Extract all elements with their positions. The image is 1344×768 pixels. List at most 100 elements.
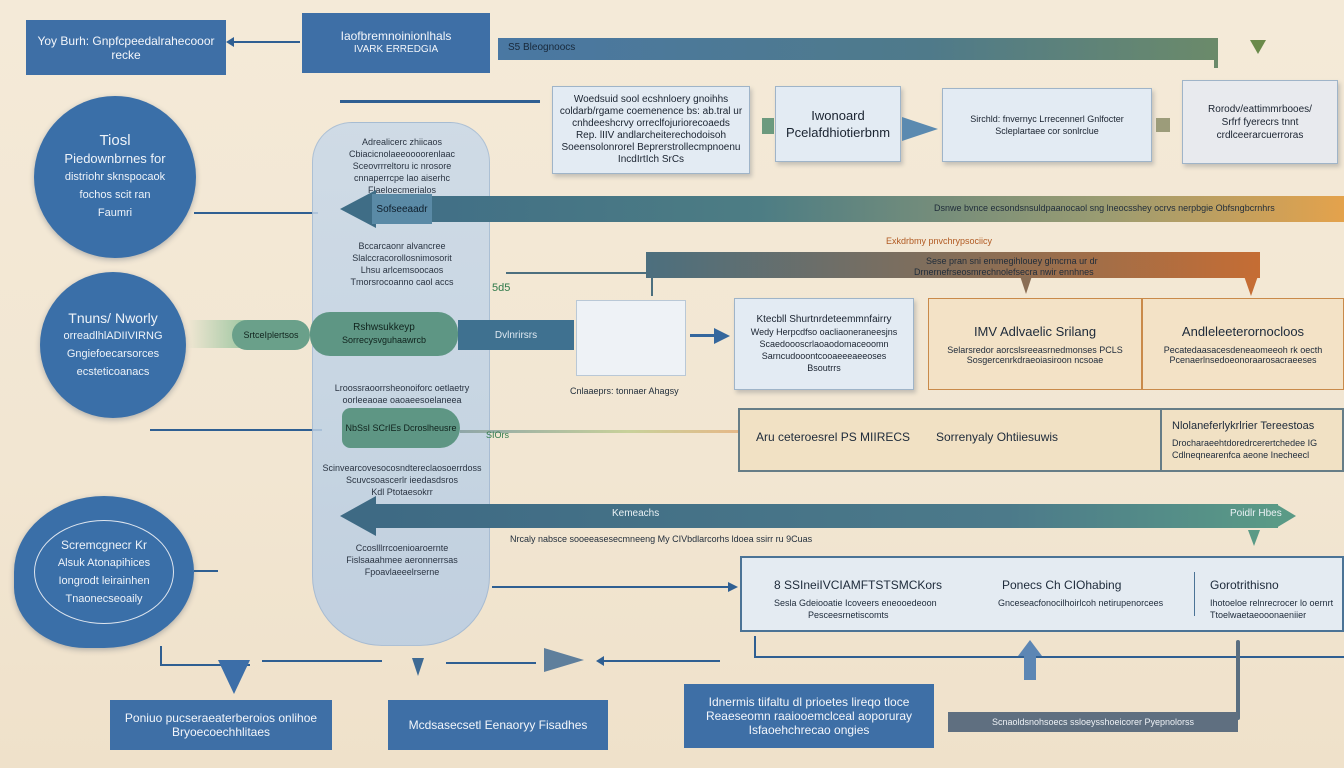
panel-text: Flaeloecmerialos bbox=[367, 185, 437, 195]
panel-block-2: Bccarcaonr alvancree Slalccracorollosnim… bbox=[320, 240, 484, 288]
panel-pill-2: NbSsI SCrIEs Dcroslheusre bbox=[342, 408, 460, 448]
cnlpar-label: Cnlaaeprs: tonnaer Ahagsy bbox=[570, 386, 679, 396]
card-b-line2: Pcelafdhiotierbnm bbox=[785, 125, 891, 140]
card-b-line1: Iwonoard bbox=[811, 108, 865, 123]
bottom-box-3-line2: Reaeseomn raaiooemclceal aoporuray bbox=[705, 709, 913, 723]
connector-line bbox=[262, 660, 382, 662]
card-d-line3: crdlceerarcuerroras bbox=[1216, 129, 1304, 141]
green-tag: 5d5 bbox=[492, 282, 511, 294]
connector-line bbox=[690, 334, 718, 337]
arrow-right-icon bbox=[544, 648, 584, 672]
circle-1-line: Faumri bbox=[97, 207, 133, 219]
circle-2-title: Tnuns/ Nworly bbox=[68, 310, 158, 326]
orange-1-sub2: Sosgercenrkdraeoiasiroon ncsoae bbox=[966, 354, 1104, 365]
panel-text: Tmorsrocoanno caol accs bbox=[350, 277, 454, 287]
panel-text: Ccoslllrrcoenioaroernte bbox=[355, 543, 449, 553]
arrow-up-stem bbox=[1024, 656, 1036, 680]
lower-c1-title: 8 SSIneiIVCIAMFTSTSMCKors bbox=[774, 578, 943, 592]
top-banner-label: S5 Bleognoocs bbox=[508, 42, 576, 53]
lower-c3-line1: Ihotoeloe relnrecrocer lo oernrt bbox=[1210, 598, 1334, 608]
circle-2-line: ecsteticoanacs bbox=[76, 366, 150, 378]
card-e-line: Ktecbll Shurtnrdeteemmnfairry bbox=[756, 314, 892, 325]
circle-node-1: Tiosl Piedownbrnes for distriohr sknspoc… bbox=[34, 96, 196, 258]
arrow-right-icon bbox=[714, 328, 730, 344]
orange-1-sub: Selarsredor aorcslsreeasrnedmonses PCLS bbox=[947, 344, 1123, 355]
arrow-down-icon bbox=[1020, 276, 1032, 294]
card-a-line: Soeensolonrorel Beprerstrollecmpnoenu bbox=[561, 142, 741, 153]
card-c-line1: Sirchld: fnvernyc Lrrecennerl Gnlfocter bbox=[970, 114, 1124, 124]
card-process-c: Sirchld: fnvernyc Lrrecennerl Gnlfocter … bbox=[942, 88, 1152, 162]
arrow-left-icon bbox=[226, 37, 234, 47]
pill-2-label: NbSsI SCrIEs Dcroslheusre bbox=[345, 422, 457, 433]
bottom-box-2-label: Mcdsasecsetl Eenaoryy Fisadhes bbox=[408, 718, 588, 732]
arrow-left-icon bbox=[596, 656, 604, 666]
top-left-box-label: Yoy Burh: Gnpfcpeedalrahecooor recke bbox=[37, 33, 215, 62]
teal-bar-right-label: Poidlr Hbes bbox=[1230, 508, 1282, 519]
panel-arrow-label-text: Sofseeaadr bbox=[376, 203, 428, 215]
arrow-right-icon bbox=[1276, 504, 1296, 528]
card-c-line2: Scleplartaee cor sonlrclue bbox=[995, 126, 1099, 136]
circle-1-line: Piedownbrnes for bbox=[64, 151, 166, 166]
card-e-line: Wedy Herpcdfso oacliaoneraneesjns bbox=[750, 327, 898, 337]
circle-ring bbox=[34, 520, 174, 624]
panel-text: Slalccracorollosnimosorit bbox=[352, 253, 452, 263]
arrow-right-icon bbox=[902, 117, 938, 141]
panel-pill-1: Rshwsukkeyp Sorrecysvguhaawrcb bbox=[310, 312, 458, 356]
card-process-a: Woedsuid sool ecshnloery gnoihhs coldarb… bbox=[552, 86, 750, 174]
circle-node-2: Tnuns/ Nworly orreadlhlADIIVIRNG Gngiefo… bbox=[40, 272, 186, 418]
panel-text: Adrealicerc zhiicaos bbox=[361, 137, 443, 147]
connector-line bbox=[160, 664, 250, 666]
green-side-pill: SrtceIplertsos bbox=[232, 320, 310, 350]
connector-line bbox=[754, 636, 756, 656]
drives-bar: Dvlnrirsrs bbox=[458, 320, 574, 350]
panel-text: Fislsaaahmee aeronnerrsas bbox=[346, 555, 458, 565]
circle-2-line: orreadlhlADIIVIRNG bbox=[63, 330, 163, 342]
arrow-right-icon bbox=[728, 582, 738, 592]
top-mid-box-line2: IVARK ERREDGIA bbox=[353, 44, 439, 55]
bottom-box-2: Mcdsasecsetl Eenaoryy Fisadhes bbox=[388, 700, 608, 750]
arrow-down-icon bbox=[1248, 530, 1260, 546]
teal-bar-left-label: Kemeachs bbox=[612, 508, 660, 519]
connector-line bbox=[506, 272, 646, 274]
panel-text: Lroossraoorrsheonoiforc oetlaetry bbox=[334, 383, 470, 393]
card-a-line: coldarb/rgame coemenence bs: ab.tral ur bbox=[559, 106, 743, 117]
orange-bar-text: Dsnwe bvnce ecsondsnsuldpaanocaol sng ln… bbox=[934, 203, 1275, 213]
grey-tag: SIOrs bbox=[486, 430, 510, 440]
arrow-down-icon bbox=[1250, 40, 1266, 54]
card-d-line2: Srfrf fyerecrs tnnt bbox=[1221, 116, 1299, 128]
lower-c1-line2: Pesceesrnetiscomts bbox=[808, 610, 889, 620]
panel-block-5: Ccoslllrrcoenioaroernte Fislsaaahmee aer… bbox=[320, 542, 484, 578]
panel-text: Scinvearcovesocosndtereclaosoerrdoss bbox=[322, 463, 482, 473]
bottom-box-1-line1: Poniuo pucseraeaterberoios onlihoe bbox=[124, 711, 318, 725]
connector-line bbox=[446, 662, 536, 664]
arrow-up-icon bbox=[1018, 640, 1042, 656]
orange-1-title: IMV Adlvaelic Srilang bbox=[973, 323, 1097, 339]
card-a-line: IncdIrtIch SrCs bbox=[617, 154, 685, 165]
strip-3-title: Nlolaneferlykrlrier Tereestoas bbox=[1172, 420, 1315, 432]
lower-c2-line1: Gnceseacfonocilhoirlcoh netirupenorcees bbox=[998, 598, 1164, 608]
pill-1-line1: Rshwsukkeyp bbox=[353, 322, 415, 333]
card-a-line: cnhdeeshcrvy orreclfojuriorecoaeds bbox=[572, 118, 730, 129]
card-e-line: Bsoutrrs bbox=[807, 363, 841, 373]
flow-bar-brown bbox=[646, 252, 1260, 278]
side-label: SrtceIplertsos bbox=[243, 329, 299, 340]
panel-block-4: Scinvearcovesocosndtereclaosoerrdoss Scu… bbox=[320, 462, 484, 498]
connector-line bbox=[194, 212, 318, 214]
bottom-box-3: Idnermis tiifaltu dl prioetes lireqo tlo… bbox=[684, 684, 934, 748]
panel-text: Cbiacicnolaeeoooorenlaac bbox=[348, 149, 456, 159]
bottom-box-3-line3: Isfaoehchrecao ongies bbox=[748, 723, 870, 737]
card-d-line1: Rorodv/eattimmrbooes/ bbox=[1208, 103, 1312, 115]
orange-2-sub: Pecatedaasacesdeneaomeeoh rk oecth bbox=[1163, 344, 1323, 355]
panel-text: Lhsu arlcemsoocaos bbox=[360, 265, 444, 275]
lowest-bar-label: Scnaoldsnohsoecs ssloeysshoeicorer Pyepn… bbox=[991, 717, 1195, 727]
circle-1-title: Tiosl bbox=[99, 132, 131, 149]
card-process-b: Iwonoard Pcelafdhiotierbnm bbox=[775, 86, 901, 162]
lower-card: 8 SSIneiIVCIAMFTSTSMCKors Sesla Gdeiooat… bbox=[740, 556, 1344, 632]
drives-label: Dvlnrirsrs bbox=[494, 329, 538, 341]
card-process-d: Rorodv/eattimmrbooes/ Srfrf fyerecrs tnn… bbox=[1182, 80, 1338, 164]
lower-divider bbox=[1194, 572, 1195, 616]
card-e-line: Sarncudooontcooaeeeaeeoses bbox=[761, 351, 887, 361]
orange-2-title: Andleleeterornocloos bbox=[1181, 323, 1305, 339]
blank-card bbox=[576, 300, 686, 376]
card-orange-2: Andleleeterornocloos Pecatedaasacesdenea… bbox=[1142, 298, 1344, 390]
